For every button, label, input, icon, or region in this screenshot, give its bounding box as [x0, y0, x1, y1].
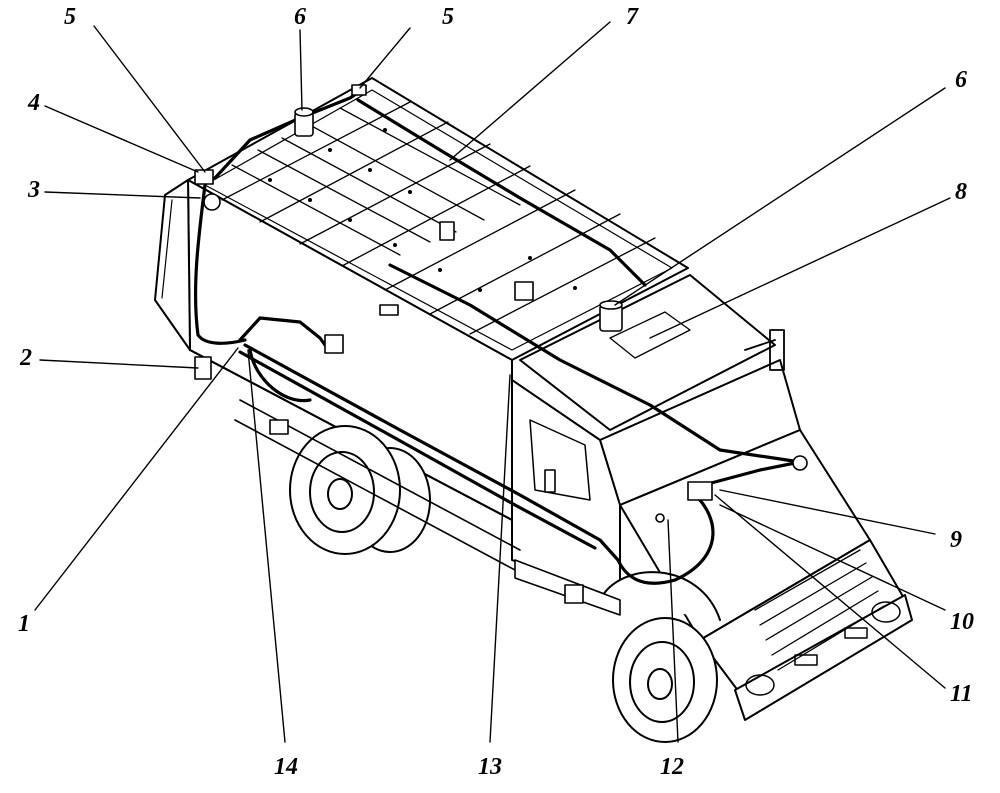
callout-6-right: 6 [955, 67, 967, 93]
callout-5-left: 5 [64, 4, 76, 30]
cab [511, 274, 913, 721]
roof-bolts [268, 128, 577, 292]
callout-4: 4 [28, 90, 40, 116]
rear-wheel [289, 425, 431, 555]
callout-1: 1 [18, 611, 30, 637]
callout-11: 11 [950, 681, 973, 707]
callout-12: 12 [660, 754, 684, 780]
components [194, 84, 808, 604]
callout-5-right: 5 [442, 4, 454, 30]
callout-14: 14 [274, 754, 298, 780]
leader-lines [34, 21, 951, 743]
callout-6-top: 6 [294, 4, 306, 30]
callout-7: 7 [626, 4, 638, 30]
callout-10: 10 [950, 609, 974, 635]
wiring-harness [193, 86, 802, 585]
callout-9: 9 [950, 527, 962, 553]
roof-ribs [221, 101, 656, 335]
front-wheel [599, 571, 721, 743]
callout-2: 2 [20, 345, 32, 371]
side-mirror [744, 329, 785, 371]
callout-8: 8 [955, 179, 967, 205]
callout-3: 3 [28, 177, 40, 203]
callout-13: 13 [478, 754, 502, 780]
headlights [745, 601, 901, 696]
van-body [154, 77, 689, 521]
